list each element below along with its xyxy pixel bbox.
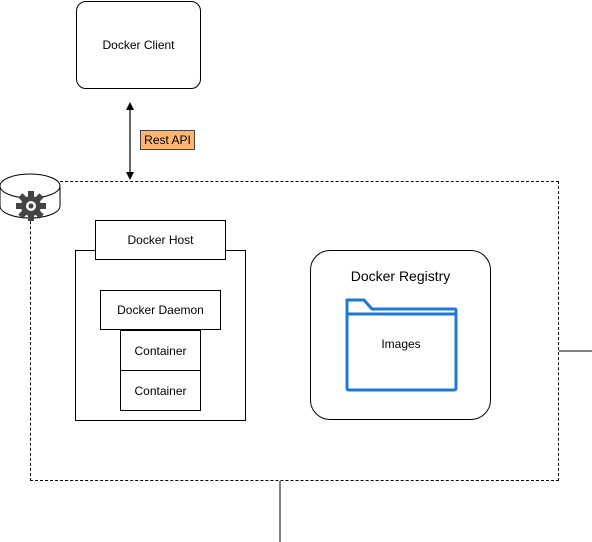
docker-registry-text: Docker Registry: [350, 268, 451, 284]
rest-api-label: Rest API: [140, 130, 195, 150]
container-label: Container: [134, 343, 187, 358]
images-text: Images: [381, 337, 421, 351]
docker-daemon-label: Docker Daemon: [117, 303, 204, 317]
container-node[interactable]: Container: [120, 330, 201, 371]
docker-environment-boundary: [30, 181, 559, 481]
docker-host-label: Docker Host: [127, 233, 194, 247]
images-label: Images: [346, 334, 456, 354]
container-node[interactable]: Container: [120, 370, 201, 411]
rest-api-text: Rest API: [144, 133, 191, 147]
docker-client-label: Docker Client: [102, 38, 175, 52]
docker-daemon-node[interactable]: Docker Daemon: [100, 290, 221, 330]
docker-host-node[interactable]: Docker Host: [95, 220, 226, 260]
docker-client-node[interactable]: Docker Client: [76, 1, 201, 89]
docker-registry-label: Docker Registry: [310, 266, 491, 286]
container-label: Container: [134, 383, 187, 398]
